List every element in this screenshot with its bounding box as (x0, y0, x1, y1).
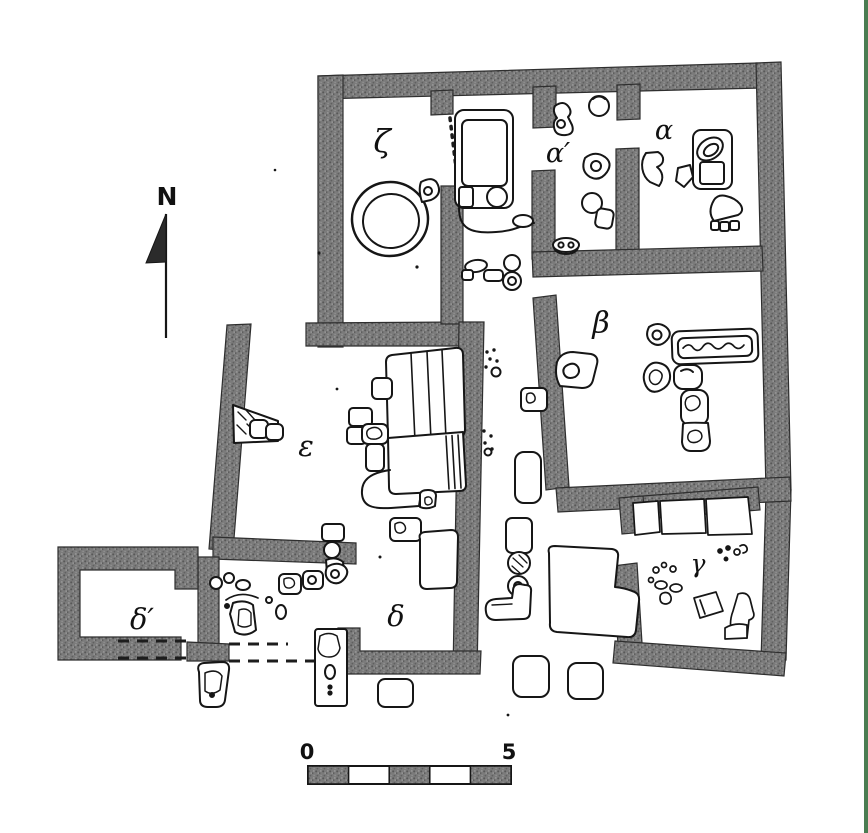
platform (360, 346, 467, 510)
room-label-gamma: γ (691, 549, 706, 578)
alpha-finds (641, 129, 744, 232)
dashed-walls (118, 639, 334, 663)
delta-prime-finds (209, 562, 349, 636)
wall-alpha-partition (615, 147, 640, 260)
wall-alphaprime-stub (532, 85, 557, 129)
beta-finds (520, 323, 760, 452)
wall-east-outer-lower (760, 489, 792, 662)
speck-ring (490, 366, 502, 378)
corridor-bench (454, 109, 535, 234)
room-label-alpha: α (655, 115, 673, 146)
wall-deltaprime-bracket (57, 546, 199, 661)
wall-alpha-partition-stub (616, 83, 641, 121)
wall-alphaprime-west (531, 169, 556, 260)
north-arrow: N (145, 182, 178, 338)
wall-zeta-west (317, 74, 344, 348)
scale-bar: 0 5 (300, 740, 517, 785)
wall-east-outer-upper (755, 61, 792, 493)
edge-strip (864, 0, 868, 833)
room-label-beta: β (591, 306, 609, 341)
scale-start-label: 0 (300, 740, 315, 764)
alpha-prime-finds (552, 95, 615, 253)
wall-zeta-south (305, 321, 464, 347)
wall-zeta-door-stub (430, 89, 454, 116)
wall-epsilon-south (212, 536, 357, 565)
room-labels: ζ α′ α β ε δ′ δ γ (130, 115, 706, 636)
epsilon-finds (232, 346, 467, 510)
north-label: N (157, 182, 178, 211)
wall-delta-west-foot (186, 641, 230, 662)
wall-delta-west (197, 556, 220, 645)
wall-gamma-south (612, 640, 787, 677)
gamma-finds (632, 496, 755, 640)
room-label-alpha-prime: α′ (546, 138, 570, 169)
dotted-threshold (448, 116, 459, 178)
hearth-circle (350, 178, 441, 258)
room-label-zeta: ζ (373, 122, 392, 160)
room-label-delta-prime: δ′ (130, 602, 154, 636)
room-label-delta: δ (387, 599, 404, 633)
delta-finds (197, 451, 641, 708)
finds (197, 95, 760, 717)
speck-ring (483, 447, 493, 457)
wall-beta-north (531, 245, 764, 278)
room-label-epsilon: ε (298, 429, 314, 463)
scale-end-label: 5 (502, 740, 517, 764)
